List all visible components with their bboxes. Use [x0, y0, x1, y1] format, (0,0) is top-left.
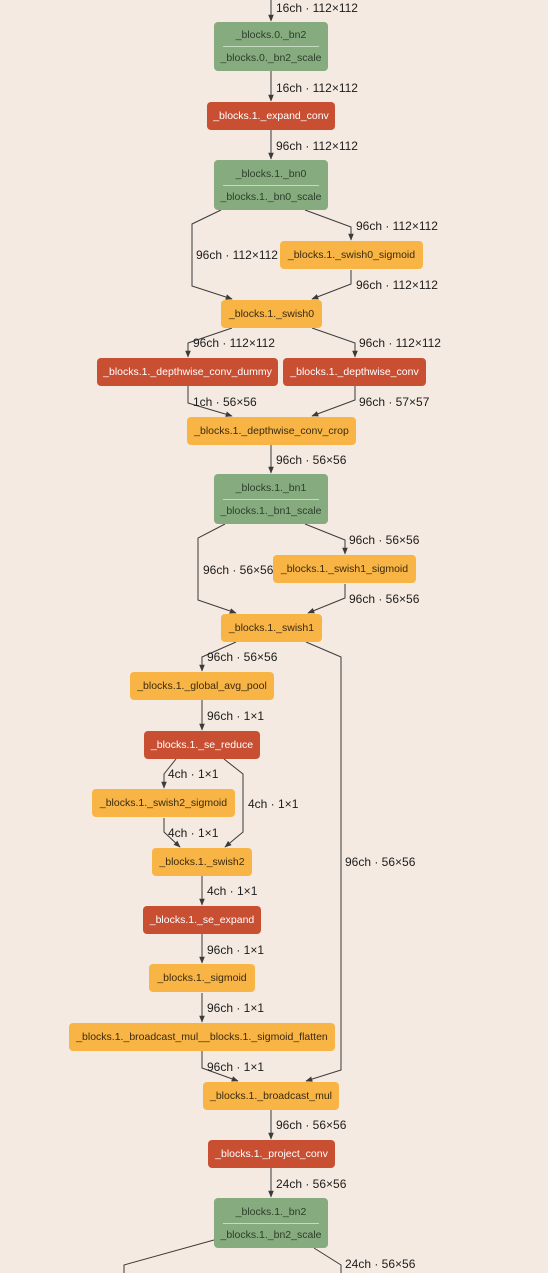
node-subtitle: _blocks.1._bn0_scale [220, 190, 322, 203]
node-bn2[interactable]: _blocks.1._bn2 _blocks.1._bn2_scale [214, 1198, 328, 1248]
edge-swish1-gap [199, 641, 237, 672]
node-global-avg-pool[interactable]: _blocks.1._global_avg_pool [130, 672, 274, 700]
edge-bn2-out-right [313, 1247, 342, 1273]
edge-label: 96ch · 1×1 [207, 1060, 265, 1074]
edge-swish0-dummy [185, 327, 233, 358]
edge-label: 4ch · 1×1 [248, 797, 299, 811]
node-bn1[interactable]: _blocks.1._bn1 _blocks.1._bn1_scale [214, 474, 328, 524]
edge-label: 96ch · 1×1 [207, 1001, 265, 1015]
edge-sereduce-swish2sig [161, 758, 177, 789]
edge-swish1sig-swish1 [307, 584, 346, 614]
node-swish0[interactable]: _blocks.1._swish0 [221, 300, 322, 328]
node-title: _blocks.0._bn2 [235, 29, 307, 41]
edge-label: 24ch · 56×56 [276, 1177, 347, 1191]
edge-label: 96ch · 1×1 [207, 709, 265, 723]
edge-sereduce-swish2 [223, 758, 244, 848]
edge-label: 96ch · 112×112 [196, 248, 278, 262]
node-se-expand[interactable]: _blocks.1._se_expand [143, 906, 261, 934]
edge-label: 96ch · 112×112 [193, 336, 275, 350]
edge-dummy-crop [187, 386, 233, 417]
edge-label: 24ch · 56×56 [345, 1257, 416, 1271]
edge-bn2-out-left [123, 1239, 215, 1273]
node-divider [223, 498, 319, 500]
edge-label: 96ch · 112×112 [276, 139, 358, 153]
node-title: _blocks.1._bn0 [235, 167, 307, 180]
edge-label: 96ch · 56×56 [345, 855, 416, 869]
edge-dwconv-crop [311, 386, 356, 417]
node-broadcast-mul-flatten[interactable]: _blocks.1._broadcast_mul__blocks.1._sigm… [69, 1023, 335, 1051]
node-divider [223, 184, 319, 186]
edge-label: 96ch · 112×112 [359, 336, 441, 350]
edge-bn0-swish0 [191, 209, 233, 300]
edge-label: 4ch · 1×1 [168, 767, 219, 781]
edge-label: 96ch · 56×56 [349, 592, 420, 606]
edge-label: 96ch · 57×57 [359, 395, 430, 409]
node-subtitle: _blocks.1._bn2_scale [220, 1228, 322, 1241]
edge-bn0-swish0sig [304, 209, 354, 241]
edge-swish0sig-swish0 [311, 270, 352, 300]
edge-label: 96ch · 112×112 [356, 219, 438, 233]
node-divider [223, 46, 319, 47]
node-swish0-sigmoid[interactable]: _blocks.1._swish0_sigmoid [280, 241, 423, 269]
node-swish2-sigmoid[interactable]: _blocks.1._swish2_sigmoid [92, 789, 235, 817]
edge-swish2sig-swish2 [163, 818, 181, 848]
node-title: _blocks.1._bn1 [235, 481, 307, 494]
edge-swish1-bmul [305, 641, 342, 1082]
node-se-reduce[interactable]: _blocks.1._se_reduce [144, 731, 260, 759]
node-broadcast-mul[interactable]: _blocks.1._broadcast_mul [203, 1082, 339, 1110]
node-subtitle: _blocks.1._bn1_scale [220, 504, 322, 517]
node-subtitle: _blocks.0._bn2_scale [220, 52, 322, 64]
edge-label: 96ch · 56×56 [207, 650, 278, 664]
node-bn0[interactable]: _blocks.1._bn0 _blocks.1._bn0_scale [214, 160, 328, 210]
edge-label: 4ch · 1×1 [168, 826, 219, 840]
edge-label: 96ch · 56×56 [276, 1118, 347, 1132]
edge-label: 1ch · 56×56 [193, 395, 257, 409]
node-swish1-sigmoid[interactable]: _blocks.1._swish1_sigmoid [273, 555, 416, 583]
node-sigmoid[interactable]: _blocks.1._sigmoid [149, 964, 255, 992]
edge-bn1-swish1sig [304, 523, 348, 555]
edge-label: 96ch · 56×56 [349, 533, 420, 547]
edge-bn1-swish1 [197, 523, 237, 614]
edge-flatten-bmul [201, 1051, 239, 1082]
edge-label: 96ch · 1×1 [207, 943, 265, 957]
edge-label: 16ch · 112×112 [276, 1, 358, 15]
node-depthwise-conv-crop[interactable]: _blocks.1._depthwise_conv_crop [187, 417, 356, 445]
node-title: _blocks.1._bn2 [235, 1205, 307, 1218]
edge-label: 4ch · 1×1 [207, 884, 258, 898]
node-swish1[interactable]: _blocks.1._swish1 [221, 614, 322, 642]
edge-swish0-dwconv [311, 327, 358, 358]
edge-label: 96ch · 112×112 [356, 278, 438, 292]
node-divider [223, 1222, 319, 1224]
edge-label: 96ch · 56×56 [276, 453, 347, 467]
node-expand-conv[interactable]: _blocks.1._expand_conv [207, 102, 335, 130]
edge-label: 96ch · 56×56 [203, 563, 274, 577]
node-blocks0-bn2[interactable]: _blocks.0._bn2 _blocks.0._bn2_scale [214, 22, 328, 71]
node-depthwise-conv[interactable]: _blocks.1._depthwise_conv [283, 358, 426, 386]
node-swish2[interactable]: _blocks.1._swish2 [152, 848, 252, 876]
edge-label: 16ch · 112×112 [276, 81, 358, 95]
node-depthwise-conv-dummy[interactable]: _blocks.1._depthwise_conv_dummy [97, 358, 278, 386]
node-project-conv[interactable]: _blocks.1._project_conv [208, 1140, 335, 1168]
